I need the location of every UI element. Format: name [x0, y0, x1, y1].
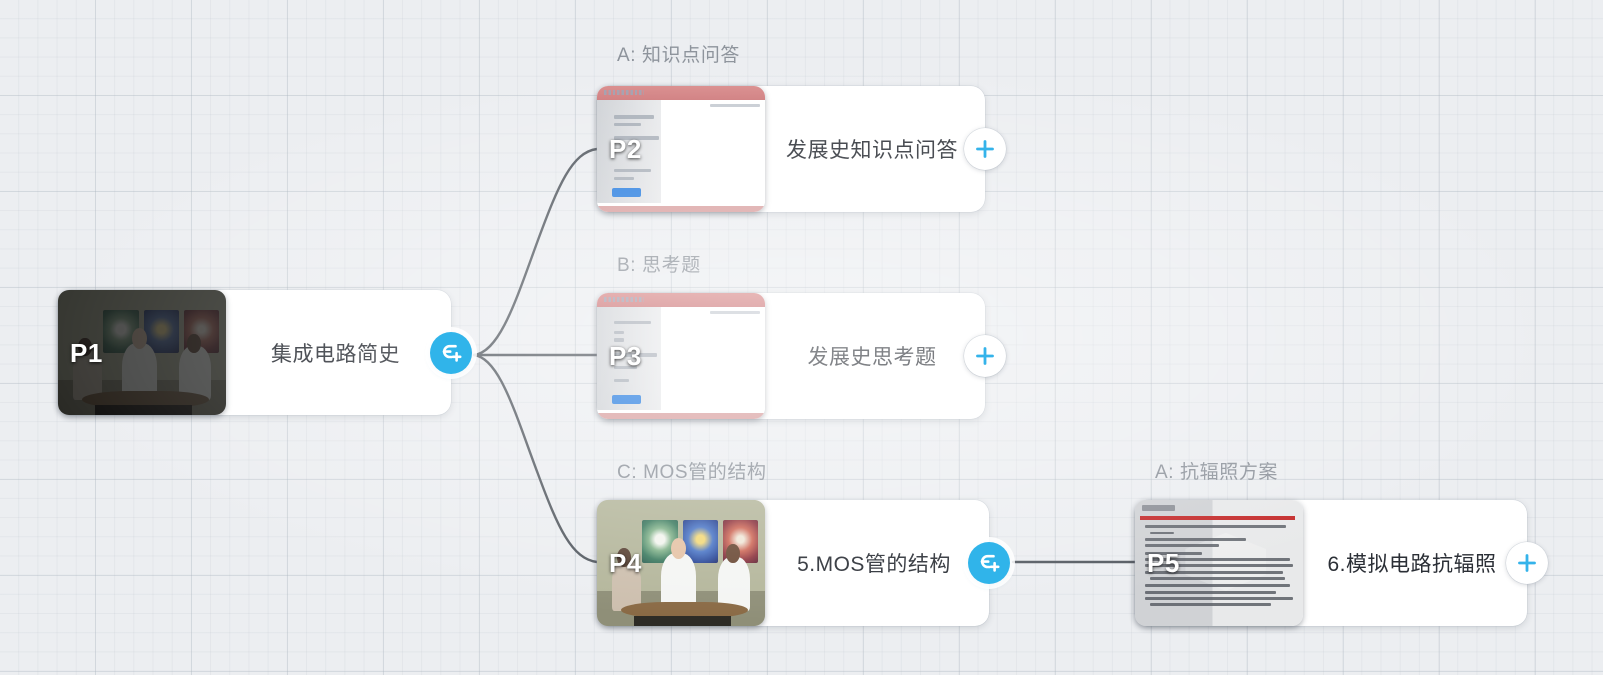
node-p1-add-branch-button[interactable]: [430, 331, 472, 374]
node-p2-page-label: P2: [609, 134, 642, 164]
node-p5-title: 6.模拟电路抗辐照: [1327, 553, 1497, 576]
node-p4-page-label: P4: [609, 548, 642, 578]
node-p5-thumbnail[interactable]: P5: [1135, 500, 1303, 626]
plus-icon: [976, 347, 994, 365]
webpage-scene-graphic: [597, 86, 765, 212]
edge-p1-p4: [472, 353, 599, 564]
node-p5-add-button[interactable]: [1506, 542, 1548, 584]
node-p3-title: 发展史思考题: [807, 346, 937, 369]
webpage-scene-graphic: [597, 293, 765, 419]
node-p3-add-button[interactable]: [964, 335, 1006, 377]
node-p1[interactable]: P1 集成电路简史: [58, 290, 472, 415]
edge-p1-p2: [472, 147, 599, 357]
node-p5[interactable]: P5 6.模拟电路抗辐照: [1135, 500, 1548, 626]
node-p1-thumbnail[interactable]: P1: [58, 290, 226, 415]
node-p4-caption: C: MOS管的结构: [617, 462, 767, 483]
node-p5-page-label: P5: [1147, 548, 1180, 578]
node-p3-page-label: P3: [609, 341, 642, 371]
add-branch-icon: [442, 344, 462, 362]
node-p1-page-label: P1: [70, 337, 103, 368]
node-p2-add-button[interactable]: [964, 128, 1006, 170]
video-scene-graphic: [597, 500, 765, 626]
node-p4[interactable]: P4 5.MOS管的结构: [597, 500, 1010, 626]
node-p2-caption: A: 知识点问答: [617, 45, 741, 66]
video-scene-graphic: [58, 290, 226, 415]
plus-icon: [1518, 554, 1536, 572]
add-branch-icon: [980, 554, 1000, 572]
node-p2-thumbnail[interactable]: P2: [597, 86, 765, 212]
node-p1-title: 集成电路简史: [271, 342, 400, 366]
node-p2[interactable]: P2 发展史知识点问答: [597, 86, 1006, 212]
plus-icon: [976, 140, 994, 158]
document-scene-graphic: [1135, 500, 1303, 626]
node-p4-add-branch-button[interactable]: [968, 542, 1010, 584]
node-p4-thumbnail[interactable]: P4: [597, 500, 765, 626]
node-p3-thumbnail[interactable]: P3: [597, 293, 765, 419]
node-p5-caption: A: 抗辐照方案: [1155, 462, 1279, 483]
node-p3-caption: B: 思考题: [617, 255, 701, 276]
node-p2-title: 发展史知识点问答: [786, 139, 958, 162]
node-p4-title: 5.MOS管的结构: [797, 553, 951, 576]
node-p3[interactable]: P3 发展史思考题: [597, 293, 1006, 419]
